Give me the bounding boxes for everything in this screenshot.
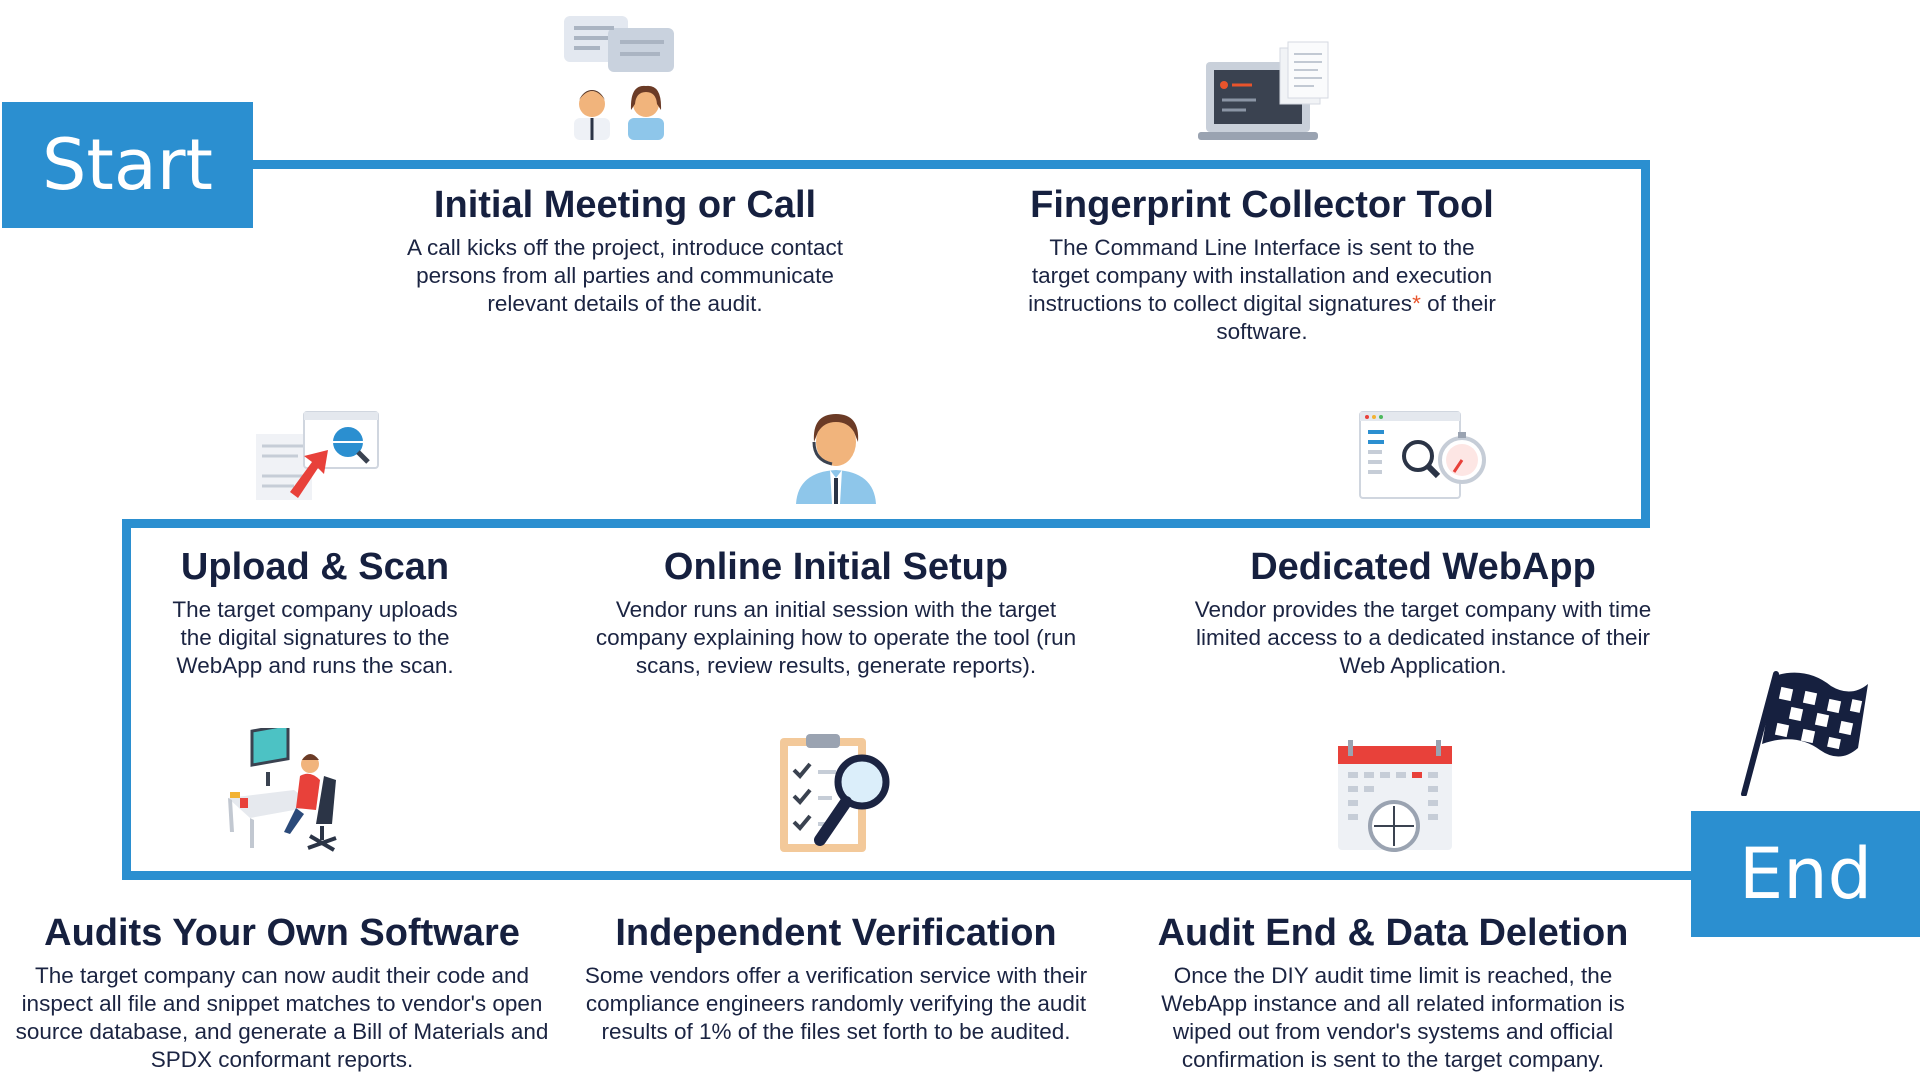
step-fingerprint-collector: Fingerprint Collector Tool The Command L… [962,182,1562,346]
step-online-initial-setup: Online Initial Setup Vendor runs an init… [536,544,1136,680]
footnote-asterisk: * [1412,291,1421,316]
step-title: Online Initial Setup [663,546,1009,588]
webapp-timer-icon [1359,411,1486,499]
upload-globe-icon [256,411,379,500]
step-description: Vendor provides the target company with … [1194,597,1652,678]
step-description-text: The Command Line Interface is sent to th… [1028,235,1493,316]
step-title: Independent Verification [615,912,1057,954]
meeting-people-icon [564,16,674,140]
step-title: Audit End & Data Deletion [1157,912,1629,954]
step-title: Fingerprint Collector Tool [1030,184,1494,226]
step-description: The Command Line Interface is sent to th… [962,234,1562,346]
step-title: Dedicated WebApp [1250,546,1596,588]
step-description: Some vendors offer a verification servic… [584,963,1088,1044]
clipboard-magnifier-icon [780,734,890,852]
start-badge: Start [2,102,253,228]
path-line-right [1641,160,1650,528]
person-at-desk-icon [228,728,337,852]
path-line-bottom [122,871,1702,880]
calendar-clock-icon [1338,740,1452,852]
checkered-flag-icon [1741,671,1868,796]
path-line-top [252,160,1650,169]
end-badge: End [1691,811,1920,937]
step-description: Vendor runs an initial session with the … [595,597,1077,678]
step-description: Once the DIY audit time limit is reached… [1161,963,1625,1072]
step-upload-scan: Upload & Scan The target company uploads… [15,544,615,680]
support-agent-icon [796,414,876,504]
step-description-text-end: of their software. [1216,291,1496,344]
step-title: Initial Meeting or Call [433,184,817,226]
step-title: Audits Your Own Software [44,912,520,954]
step-dedicated-webapp: Dedicated WebApp Vendor provides the tar… [1123,544,1723,680]
path-line-middle [122,519,1650,528]
step-independent-verification: Independent Verification Some vendors of… [536,910,1136,1046]
laptop-documents-icon [1198,41,1329,140]
step-initial-meeting: Initial Meeting or Call A call kicks off… [325,182,925,318]
step-title: Upload & Scan [180,546,450,588]
step-description: The target company can now audit their c… [15,963,549,1072]
path-line-left [122,519,131,880]
step-description: A call kicks off the project, introduce … [406,235,844,316]
step-audit-end-data-deletion: Audit End & Data Deletion Once the DIY a… [1093,910,1693,1074]
step-description: The target company uploads the digital s… [172,597,458,678]
step-audits-own-software: Audits Your Own Software The target comp… [0,910,582,1074]
